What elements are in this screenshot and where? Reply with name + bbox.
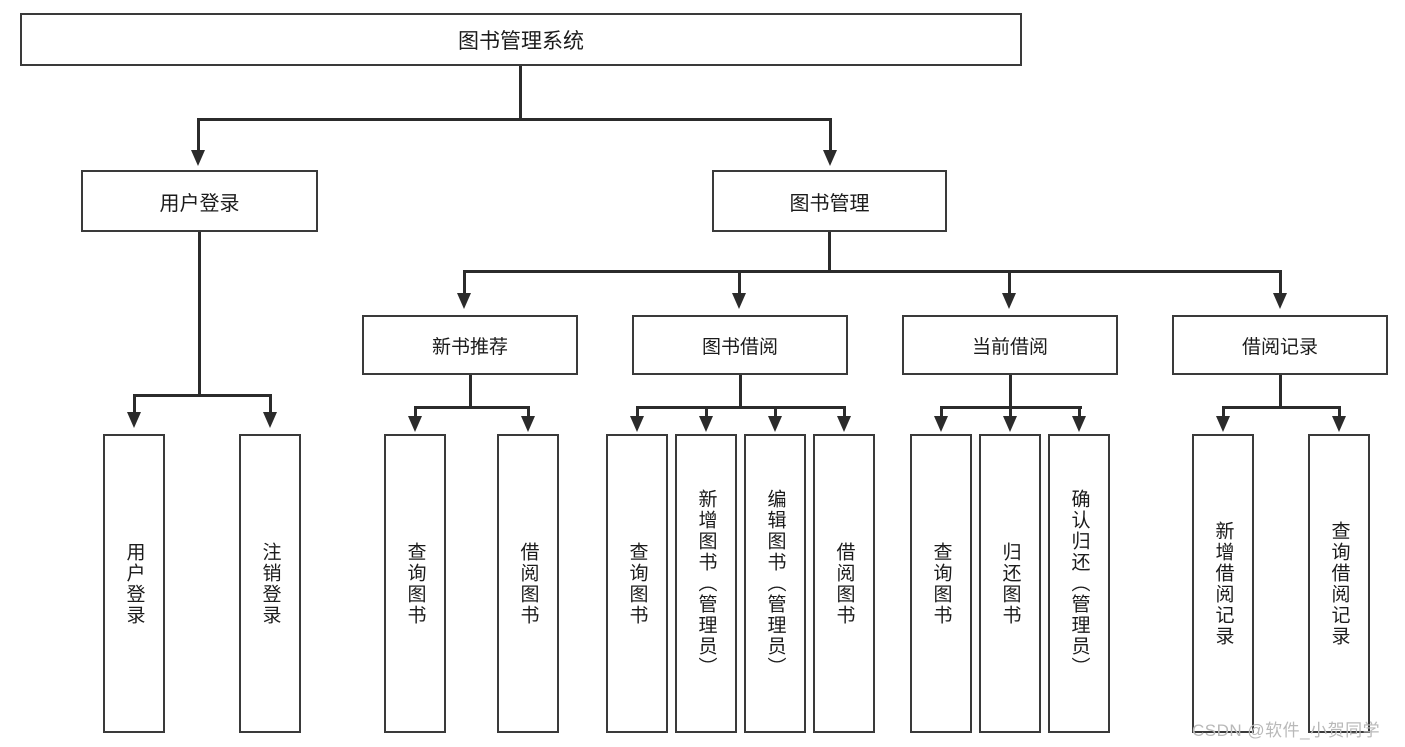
node-label: 借阅记录 (1241, 336, 1318, 358)
arrow-user-login-leaf-0-icon (127, 412, 141, 428)
edge-book-borrow-to-leaf-1 (705, 406, 708, 420)
node-label: 图书管理 (789, 192, 870, 215)
edge-book-borrow-to-leaf-3 (843, 406, 846, 420)
edge-bm-to-borrow-record (1279, 270, 1282, 297)
leaf-add-book-admin[interactable]: 新增图书（管理员） (675, 434, 737, 733)
node-book-borrow[interactable]: 图书借阅 (632, 315, 848, 375)
arrow-current-borrow-leaf-1-icon (1003, 416, 1017, 432)
edge-borrow-record-stem (1279, 375, 1282, 408)
edge-new-book-to-leaf-1 (527, 406, 530, 420)
edge-user-login-to-leaf-0 (133, 394, 136, 416)
node-borrow-record[interactable]: 借阅记录 (1172, 315, 1388, 375)
arrow-user-login-leaf-1-icon (263, 412, 277, 428)
leaf-label: 查询图书 (930, 541, 952, 626)
node-new-book-recommend[interactable]: 新书推荐 (362, 315, 578, 375)
leaf-label: 借阅图书 (517, 541, 539, 626)
edge-book-borrow-bus (636, 406, 845, 409)
node-book-management[interactable]: 图书管理 (712, 170, 947, 232)
edge-book-borrow-to-leaf-0 (636, 406, 639, 420)
edge-book-borrow-stem (739, 375, 742, 408)
leaf-label: 归还图书 (999, 541, 1021, 626)
edge-user-login-bus (133, 394, 271, 397)
arrow-root-to-user-login-icon (191, 150, 205, 166)
leaf-return-book[interactable]: 归还图书 (979, 434, 1041, 733)
edge-book-management-bus (463, 270, 1281, 273)
edge-current-borrow-to-leaf-0 (940, 406, 943, 420)
leaf-user-login[interactable]: 用户登录 (103, 434, 165, 733)
edge-new-book-stem (469, 375, 472, 408)
leaf-confirm-return-admin[interactable]: 确认归还（管理员） (1048, 434, 1110, 733)
node-label: 用户登录 (159, 192, 240, 215)
edge-book-management-stem (828, 232, 831, 272)
arrow-new-book-leaf-0-icon (408, 416, 422, 432)
arrow-bm-to-new-book-icon (457, 293, 471, 309)
arrow-borrow-record-leaf-0-icon (1216, 416, 1230, 432)
leaf-label: 用户登录 (123, 541, 145, 626)
edge-new-book-bus (414, 406, 530, 409)
leaf-label: 借阅图书 (833, 541, 855, 626)
leaf-label: 新增图书（管理员） (695, 489, 717, 678)
arrow-book-borrow-leaf-1-icon (699, 416, 713, 432)
edge-current-borrow-to-leaf-2 (1078, 406, 1081, 420)
arrow-bm-to-book-borrow-icon (732, 293, 746, 309)
edge-borrow-record-to-leaf-1 (1338, 406, 1341, 420)
arrow-current-borrow-leaf-2-icon (1072, 416, 1086, 432)
node-root-book-management-system[interactable]: 图书管理系统 (20, 13, 1022, 66)
leaf-add-borrow-record[interactable]: 新增借阅记录 (1192, 434, 1254, 733)
arrow-book-borrow-leaf-3-icon (837, 416, 851, 432)
arrow-book-borrow-leaf-0-icon (630, 416, 644, 432)
edge-root-to-user-login (197, 118, 200, 154)
edge-user-login-stem (198, 232, 201, 396)
leaf-edit-book-admin[interactable]: 编辑图书（管理员） (744, 434, 806, 733)
node-label: 图书管理系统 (458, 29, 584, 53)
edge-user-login-to-leaf-1 (269, 394, 272, 416)
edge-current-borrow-stem (1009, 375, 1012, 408)
node-label: 图书借阅 (701, 336, 778, 358)
edge-bm-to-new-book (463, 270, 466, 297)
arrow-root-to-book-management-icon (823, 150, 837, 166)
edge-root-to-book-management (829, 118, 832, 154)
arrow-new-book-leaf-1-icon (521, 416, 535, 432)
leaf-label: 查询借阅记录 (1328, 520, 1350, 647)
node-label: 新书推荐 (431, 336, 508, 358)
edge-root-stem (519, 66, 522, 118)
edge-new-book-to-leaf-0 (414, 406, 417, 420)
edge-current-borrow-to-leaf-1 (1009, 406, 1012, 420)
arrow-bm-to-current-borrow-icon (1002, 293, 1016, 309)
arrow-current-borrow-leaf-0-icon (934, 416, 948, 432)
leaf-label: 查询图书 (404, 541, 426, 626)
edge-book-borrow-to-leaf-2 (774, 406, 777, 420)
leaf-borrow-book-recommend[interactable]: 借阅图书 (497, 434, 559, 733)
arrow-borrow-record-leaf-1-icon (1332, 416, 1346, 432)
watermark-text: CSDN @软件_小贺同学 (1192, 721, 1381, 740)
edge-root-bus (197, 118, 831, 121)
leaf-label: 确认归还（管理员） (1068, 489, 1090, 678)
node-label: 当前借阅 (971, 336, 1048, 358)
node-current-borrow[interactable]: 当前借阅 (902, 315, 1118, 375)
edge-bm-to-current-borrow (1008, 270, 1011, 297)
edge-borrow-record-to-leaf-0 (1222, 406, 1225, 420)
leaf-label: 编辑图书（管理员） (764, 489, 786, 678)
arrow-bm-to-borrow-record-icon (1273, 293, 1287, 309)
leaf-query-borrow-record[interactable]: 查询借阅记录 (1308, 434, 1370, 733)
leaf-label: 注销登录 (259, 541, 281, 626)
leaf-label: 查询图书 (626, 541, 648, 626)
edge-borrow-record-bus (1222, 406, 1341, 409)
leaf-query-book-current[interactable]: 查询图书 (910, 434, 972, 733)
leaf-borrow-book[interactable]: 借阅图书 (813, 434, 875, 733)
node-user-login[interactable]: 用户登录 (81, 170, 318, 232)
leaf-query-book-recommend[interactable]: 查询图书 (384, 434, 446, 733)
leaf-query-book-borrow[interactable]: 查询图书 (606, 434, 668, 733)
leaf-label: 新增借阅记录 (1212, 520, 1234, 647)
edge-bm-to-book-borrow (738, 270, 741, 297)
arrow-book-borrow-leaf-2-icon (768, 416, 782, 432)
leaf-logout[interactable]: 注销登录 (239, 434, 301, 733)
